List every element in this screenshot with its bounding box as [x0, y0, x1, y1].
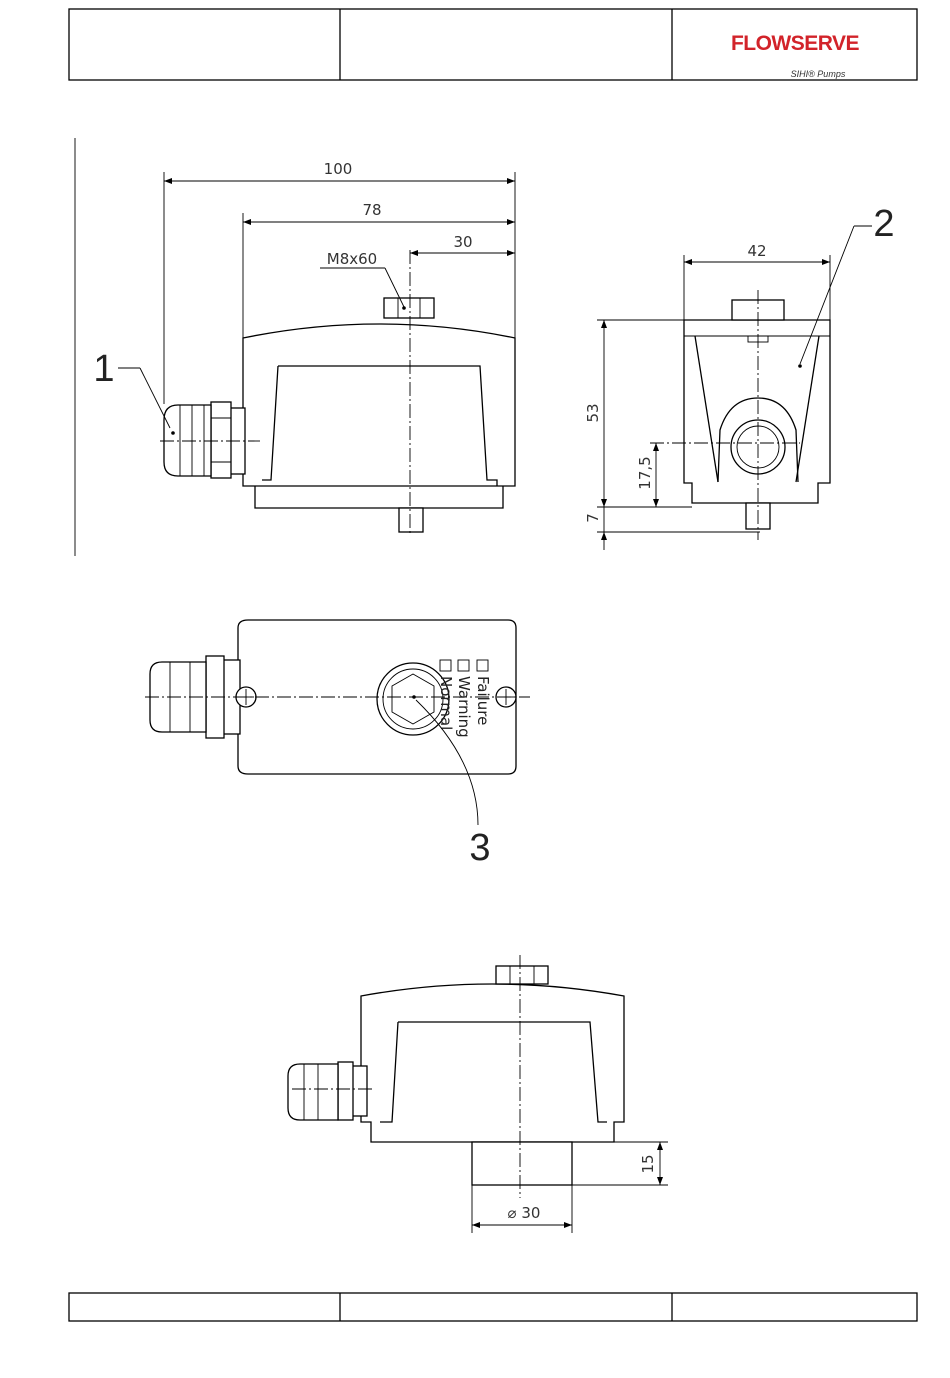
- end-view: 42 53 17,5 7 2: [584, 203, 895, 550]
- logo-text: FLOWSERVE: [731, 32, 860, 55]
- dim-base-height: 7: [584, 513, 602, 523]
- dim-width: 42: [747, 242, 766, 260]
- dim-sensor-diameter: ⌀ 30: [508, 1204, 541, 1222]
- cable-gland: [164, 402, 245, 478]
- flowserve-logo: FLOWSERVE SIHI® Pumps: [731, 32, 860, 79]
- dim-overall-length: 100: [324, 160, 353, 178]
- dim-sensor-length: 15: [639, 1154, 657, 1173]
- footer-title-block: [69, 1293, 917, 1321]
- header-title-block: FLOWSERVE SIHI® Pumps: [69, 9, 917, 80]
- label-failure: Failure: [474, 676, 492, 725]
- callout-3: 3: [469, 827, 490, 869]
- indicator-labels: Failure Warning Normal: [437, 660, 492, 738]
- side-view: 100 78 30 M8x60 1: [93, 160, 515, 536]
- callout-1: 1: [93, 348, 114, 390]
- label-normal: Normal: [437, 676, 455, 730]
- dim-screw-spec: M8x60: [327, 250, 377, 268]
- top-view: Failure Warning Normal 3: [145, 620, 530, 869]
- label-warning: Warning: [455, 676, 473, 738]
- dim-entry-height: 17,5: [636, 456, 654, 489]
- dim-height: 53: [584, 403, 602, 422]
- dim-housing-length: 78: [362, 201, 381, 219]
- logo-subtitle: SIHI® Pumps: [791, 69, 846, 79]
- callout-2: 2: [873, 203, 894, 245]
- dim-sensor-offset: 30: [453, 233, 472, 251]
- bottom-view: 15 ⌀ 30: [288, 955, 668, 1233]
